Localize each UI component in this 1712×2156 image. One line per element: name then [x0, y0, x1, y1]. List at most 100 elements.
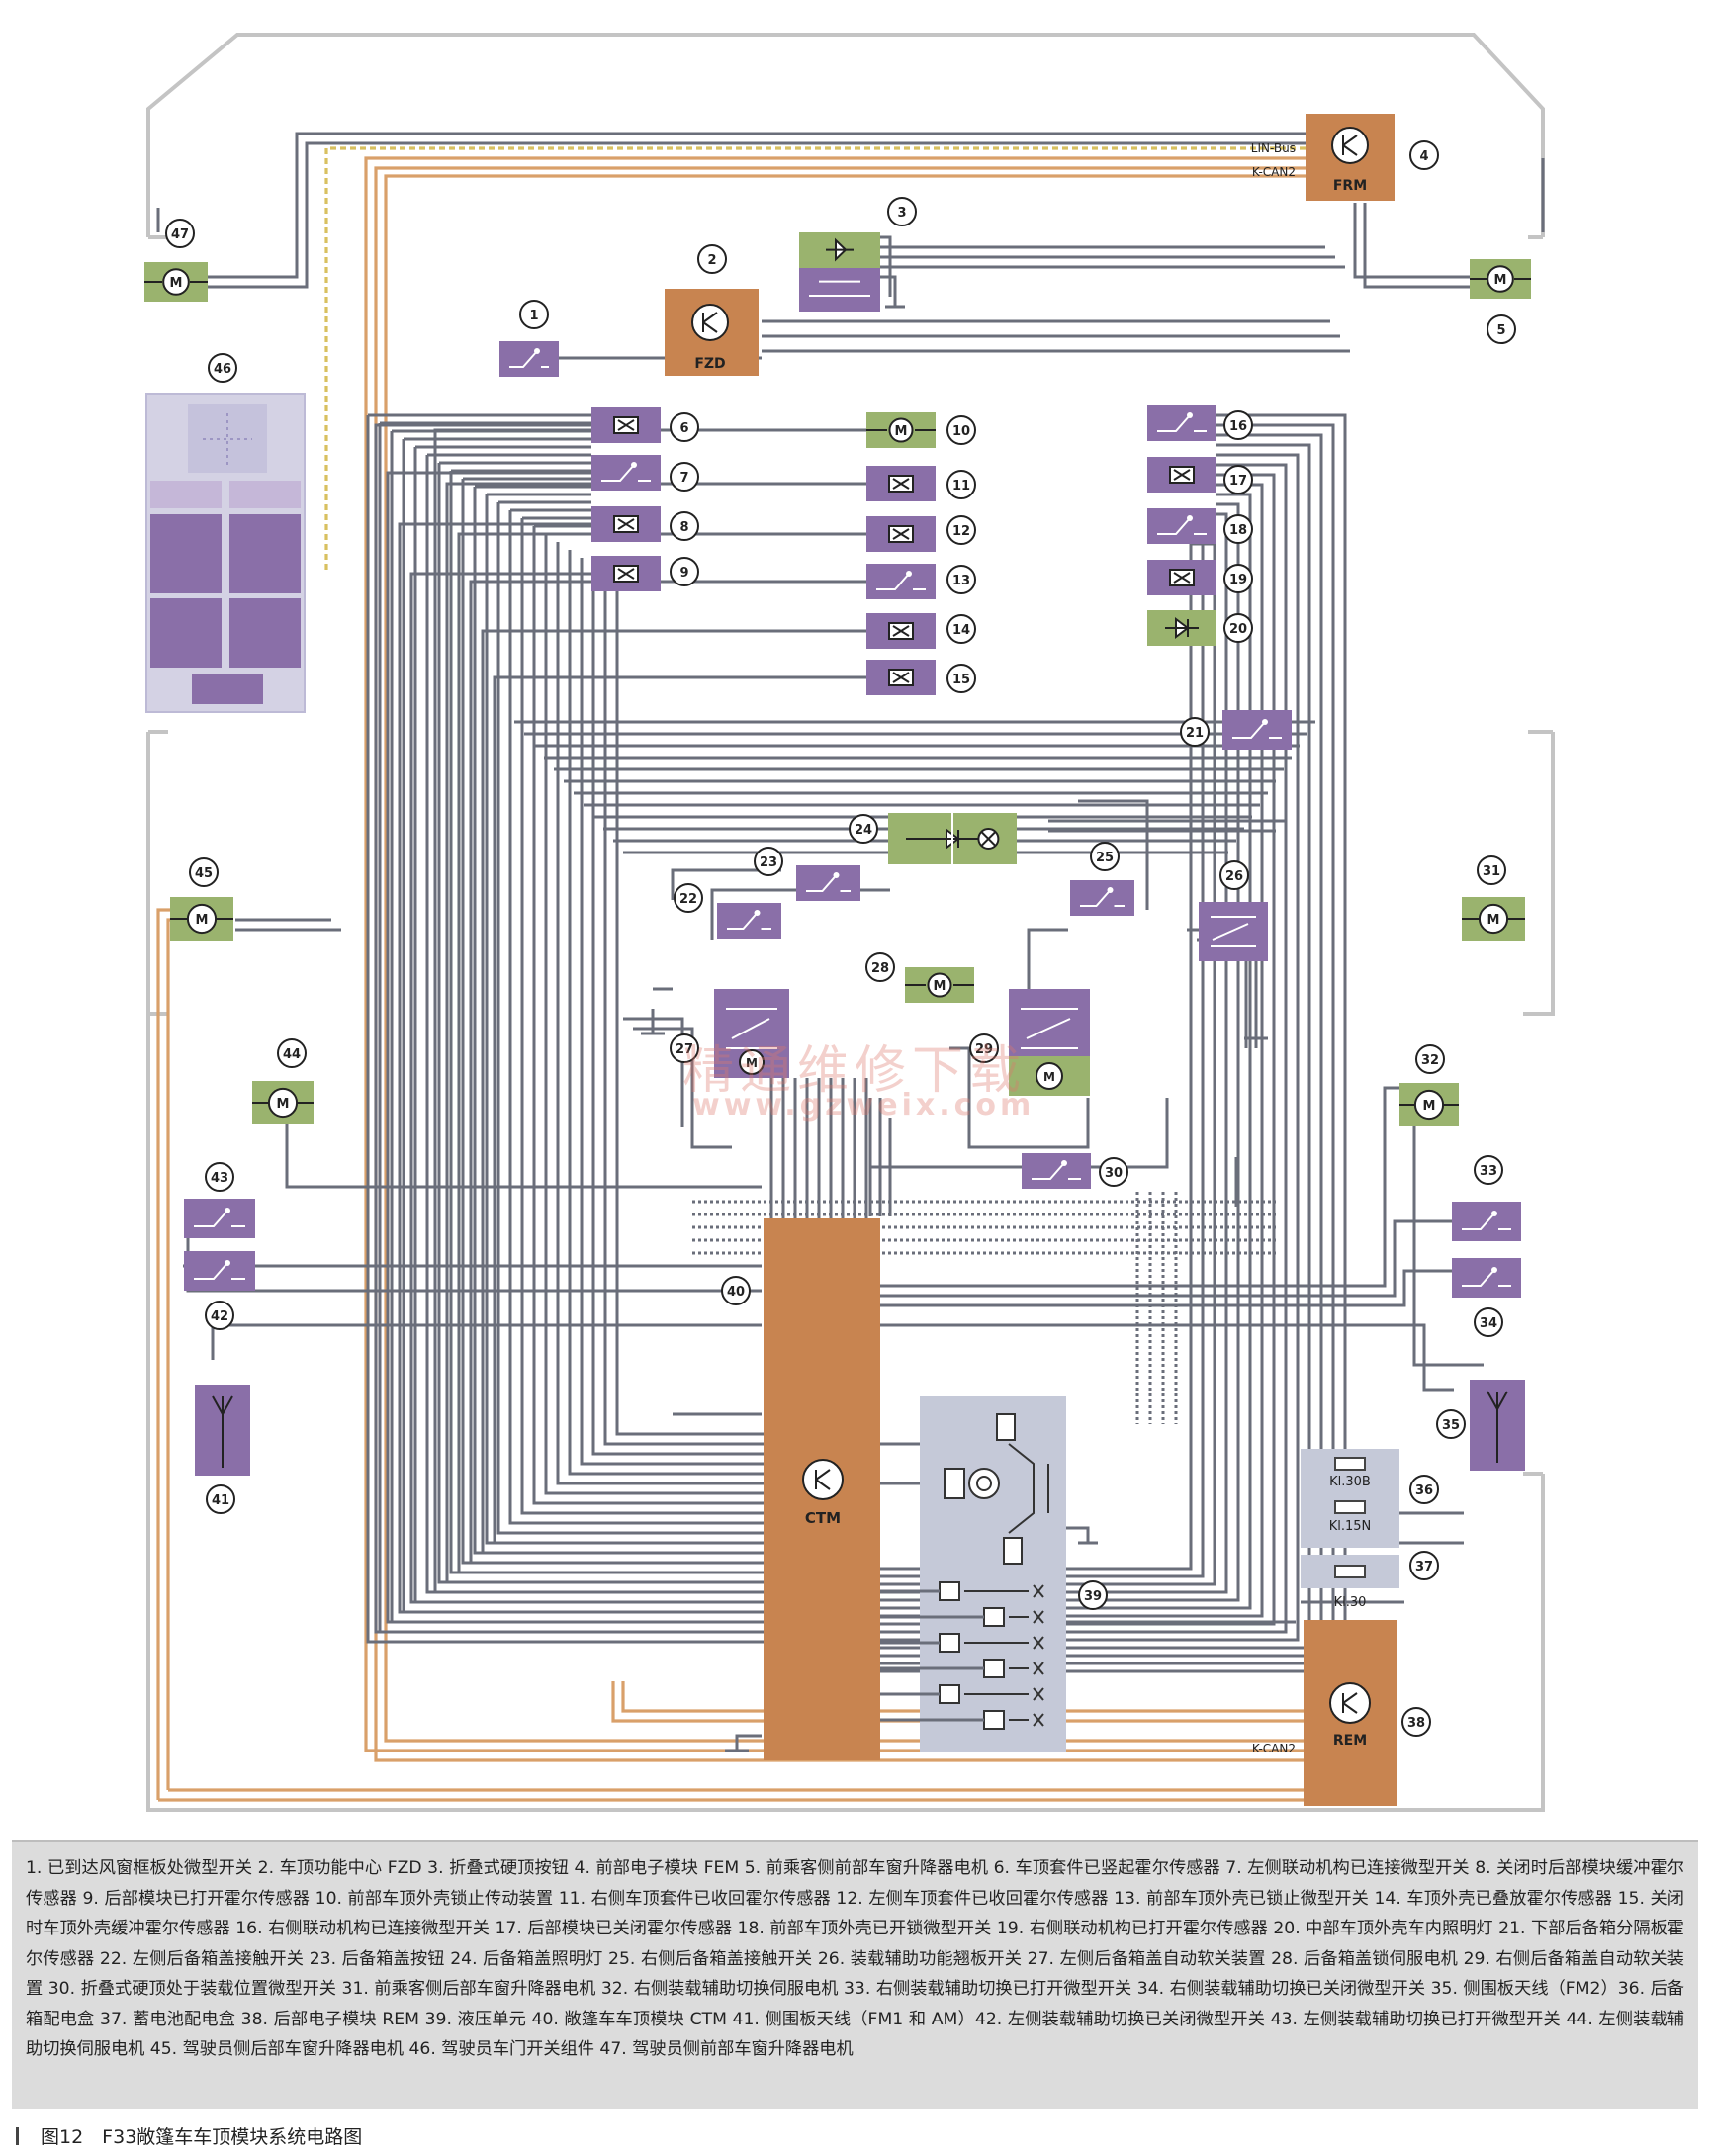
- badge-37: 37: [1409, 1551, 1439, 1580]
- soft-close-icon: [726, 1008, 777, 1049]
- valve-4: [880, 1659, 1044, 1678]
- badge-27: 27: [670, 1033, 699, 1063]
- component-34-switch: [1452, 1258, 1521, 1298]
- door-switch-panel: [145, 393, 306, 713]
- module-frm: FRM: [1306, 114, 1395, 201]
- legend-box: 1. 已到达风窗框板处微型开关 2. 车顶功能中心 FZD 3. 折叠式硬顶按钮…: [12, 1840, 1698, 2109]
- badge-32: 32: [1415, 1044, 1445, 1074]
- module-fzd: FZD: [665, 289, 759, 376]
- ctm-label: CTM: [805, 1509, 841, 1527]
- badge-13: 13: [946, 565, 976, 594]
- valve-3: [880, 1633, 1044, 1653]
- component-33-switch: [1452, 1202, 1521, 1241]
- svg-text:26: 26: [1225, 869, 1243, 884]
- frm-label: FRM: [1333, 178, 1367, 194]
- component-26-rocker: [1199, 902, 1268, 961]
- component-22-switch: [717, 903, 781, 939]
- module-ctm: CTM: [764, 1218, 880, 1760]
- svg-text:20: 20: [1229, 622, 1247, 637]
- component-14-hall: [866, 613, 936, 649]
- component-8-hall: [591, 506, 661, 542]
- ground-symbols: [156, 158, 1545, 1752]
- component-41-antenna: [195, 1385, 250, 1476]
- component-21-switch: [1222, 710, 1292, 750]
- svg-text:M: M: [277, 1097, 290, 1112]
- svg-text:10: 10: [952, 424, 970, 439]
- badge-44: 44: [277, 1038, 307, 1068]
- hydraulic-valves: [880, 1581, 1044, 1730]
- badge-21: 21: [1180, 717, 1210, 747]
- svg-text:M: M: [1487, 913, 1500, 928]
- switch-icon: [1462, 1269, 1511, 1287]
- svg-text:6: 6: [679, 421, 688, 436]
- svg-text:14: 14: [952, 623, 970, 638]
- switch-icon: [194, 1210, 245, 1227]
- badge-28: 28: [865, 952, 895, 982]
- motor-icon: [162, 268, 190, 296]
- svg-text:23: 23: [760, 855, 777, 870]
- switch-icon: [876, 573, 926, 590]
- svg-text:29: 29: [975, 1042, 993, 1057]
- badge-20: 20: [1223, 613, 1253, 643]
- badge-17: 17: [1223, 465, 1253, 494]
- badge-5: 5: [1487, 314, 1516, 344]
- badge-23: 23: [754, 847, 783, 876]
- svg-text:37: 37: [1415, 1560, 1433, 1574]
- kl15n-label: Kl.15N: [1329, 1519, 1372, 1534]
- svg-text:35: 35: [1442, 1418, 1460, 1433]
- kcan-bottom-label: K-CAN2: [1252, 1742, 1296, 1755]
- badge-16: 16: [1223, 410, 1253, 440]
- svg-text:1: 1: [529, 309, 538, 323]
- component-35-antenna: [1470, 1380, 1525, 1471]
- svg-text:28: 28: [871, 961, 889, 976]
- badge-10: 10: [946, 415, 976, 445]
- svg-text:M: M: [895, 424, 908, 439]
- component-20-lamp: [1147, 610, 1216, 646]
- badge-38: 38: [1401, 1707, 1431, 1737]
- valve-2: [880, 1607, 1044, 1627]
- lin-bus-label: LIN-Bus: [1251, 141, 1296, 155]
- component-7-switch: [591, 455, 661, 491]
- switch-icon: [1157, 414, 1207, 432]
- svg-text:47: 47: [171, 227, 189, 242]
- fusebox-36: Kl.30B Kl.15N: [1301, 1449, 1399, 1548]
- svg-text:11: 11: [952, 479, 970, 494]
- badge-47: 47: [165, 219, 195, 248]
- svg-text:24: 24: [855, 823, 872, 838]
- svg-text:2: 2: [707, 253, 716, 268]
- svg-text:21: 21: [1186, 726, 1204, 741]
- component-28-motor: M: [905, 967, 974, 1003]
- badge-11: 11: [946, 470, 976, 499]
- svg-text:9: 9: [679, 566, 688, 581]
- svg-text:5: 5: [1496, 323, 1505, 338]
- legend-text: 1. 已到达风窗框板处微型开关 2. 车顶功能中心 FZD 3. 折叠式硬顶按钮…: [26, 1858, 1684, 2059]
- component-16-switch: [1147, 405, 1216, 441]
- badge-41: 41: [206, 1484, 235, 1514]
- led-icon: [1165, 617, 1199, 639]
- svg-text:M: M: [196, 913, 209, 928]
- badge-35: 35: [1436, 1409, 1466, 1439]
- svg-text:38: 38: [1407, 1716, 1425, 1731]
- badge-25: 25: [1090, 842, 1120, 871]
- switch-icon: [806, 874, 851, 892]
- badge-30: 30: [1099, 1157, 1128, 1187]
- svg-text:46: 46: [214, 362, 231, 377]
- badge-14: 14: [946, 614, 976, 644]
- svg-text:16: 16: [1229, 419, 1247, 434]
- svg-text:12: 12: [952, 524, 970, 539]
- svg-text:M: M: [170, 276, 183, 291]
- valve-1: [880, 1581, 1044, 1601]
- badge-26: 26: [1219, 860, 1249, 890]
- svg-text:M: M: [1494, 273, 1507, 288]
- motor-icon: [888, 417, 914, 443]
- component-9-hall: [591, 556, 661, 591]
- svg-text:M: M: [934, 979, 946, 994]
- watermark-line2: www.gzweix.com: [692, 1088, 1036, 1123]
- badge-19: 19: [1223, 564, 1253, 593]
- switch-icon: [601, 464, 651, 482]
- badge-8: 8: [670, 511, 699, 541]
- figure-caption: 图12 F33敞篷车车顶模块系统电路图: [16, 2122, 362, 2149]
- svg-text:34: 34: [1480, 1316, 1497, 1331]
- component-27-softclose: M: [714, 989, 789, 1078]
- component-44-motor: M: [252, 1081, 314, 1124]
